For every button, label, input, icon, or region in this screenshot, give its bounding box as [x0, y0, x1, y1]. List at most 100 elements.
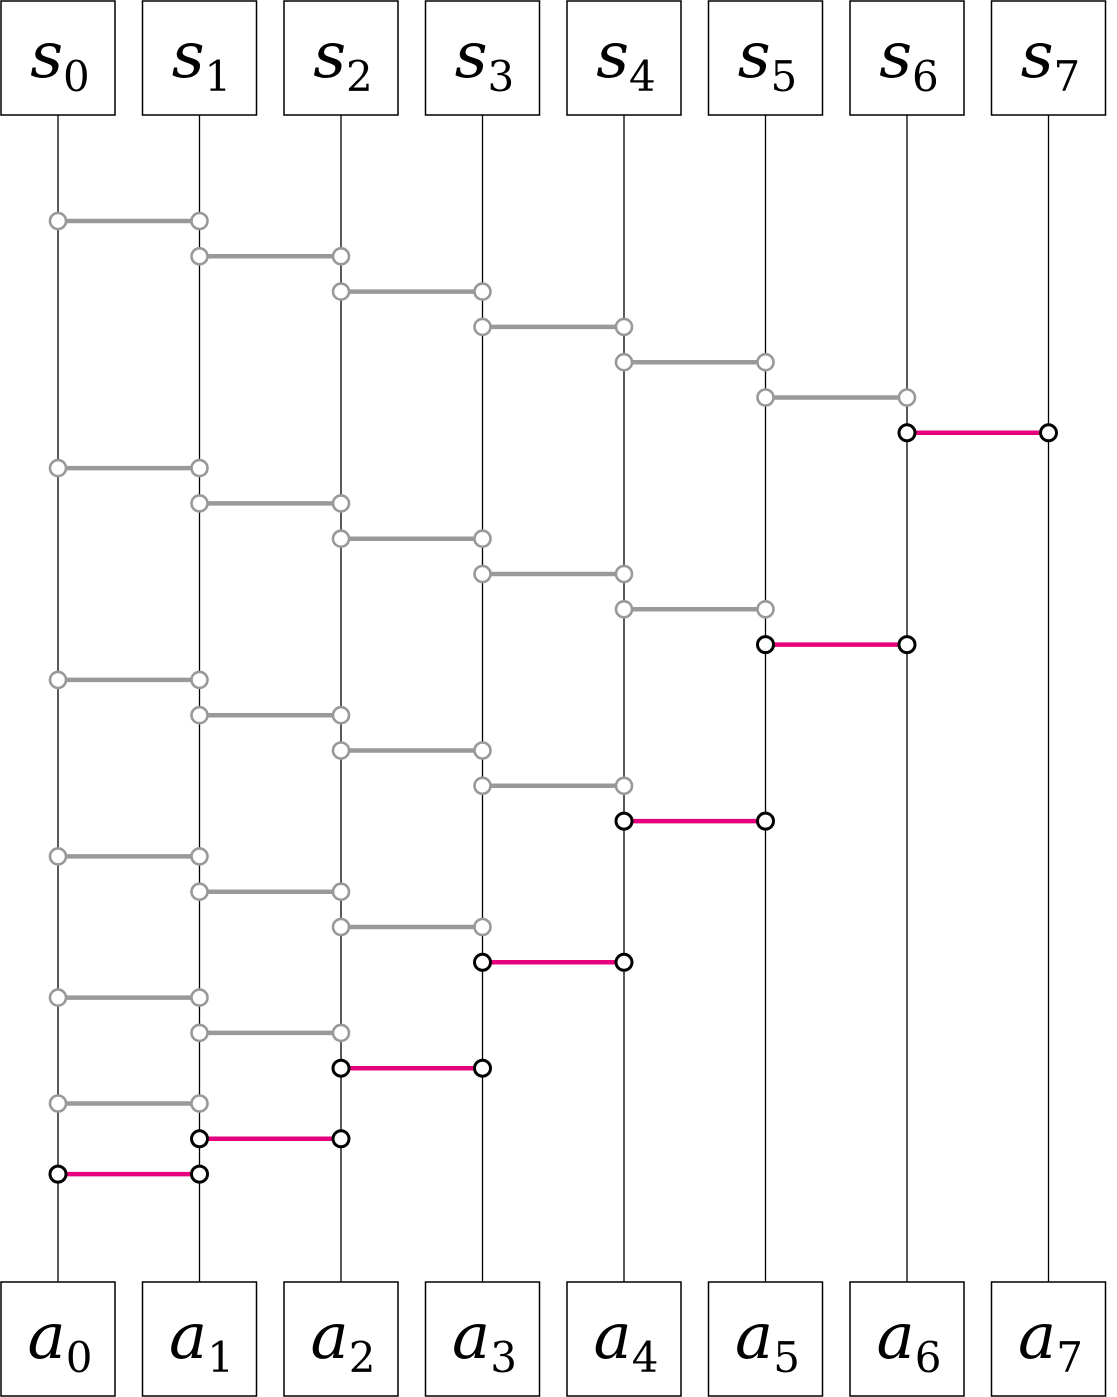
comparator-node: [897, 423, 917, 443]
comparator-node: [190, 246, 209, 266]
comparator-node: [473, 529, 492, 549]
input-label-subscript: 2: [346, 52, 373, 101]
output-label-main: a: [452, 1300, 490, 1374]
output-label: a4: [594, 1300, 659, 1382]
output-label-subscript: 2: [349, 1333, 376, 1382]
highlighted-comparator: [190, 1129, 351, 1149]
comparator-node: [614, 952, 634, 972]
output-label-subscript: 7: [1056, 1333, 1083, 1382]
input-box-7: s7: [990, 0, 1107, 116]
output-label-subscript: 1: [207, 1333, 234, 1382]
output-box-frame: [141, 1281, 258, 1397]
output-label: a5: [735, 1300, 800, 1382]
output-label-main: a: [169, 1300, 207, 1374]
highlighted-comparator: [897, 423, 1058, 443]
comparator-node: [756, 811, 775, 831]
comparator-node: [331, 282, 351, 301]
input-label: s3: [455, 19, 515, 101]
output-box-frame: [566, 1281, 682, 1397]
input-box-4: s4: [566, 0, 682, 116]
comparator-node: [1039, 423, 1058, 443]
input-label: s4: [596, 19, 656, 101]
comparator-node: [614, 811, 634, 831]
output-box-4: a4: [566, 1281, 682, 1397]
comparator: [614, 599, 775, 619]
comparator-node: [756, 635, 775, 655]
comparator-node: [190, 1094, 209, 1113]
comparator: [48, 670, 209, 690]
input-label: s0: [30, 19, 90, 101]
input-box-frame: [849, 0, 965, 116]
comparator-node: [48, 211, 68, 231]
output-label: a1: [169, 1300, 234, 1382]
output-box-7: a7: [990, 1281, 1107, 1397]
output-label: a6: [877, 1300, 942, 1382]
comparator-node: [897, 635, 917, 655]
comparator-node: [48, 1094, 68, 1113]
input-box-5: s5: [707, 0, 824, 116]
highlighted-comparator: [614, 811, 775, 831]
comparator-node: [190, 458, 209, 478]
comparators: [48, 211, 1058, 1184]
comparator-node: [190, 705, 209, 725]
comparator-node: [48, 1164, 68, 1184]
output-label-main: a: [735, 1300, 773, 1374]
input-label-main: s: [172, 19, 205, 93]
comparator-node: [473, 282, 492, 301]
comparator-node: [473, 776, 492, 796]
comparator: [473, 776, 634, 796]
output-label-subscript: 4: [632, 1333, 659, 1382]
comparator-node: [190, 988, 209, 1007]
input-box-6: s6: [849, 0, 965, 116]
input-label: s1: [172, 19, 232, 101]
comparator-node: [614, 599, 634, 619]
input-label-subscript: 1: [205, 52, 232, 101]
comparator-node: [48, 670, 68, 690]
comparator-node: [190, 847, 209, 866]
input-label-subscript: 5: [771, 52, 798, 101]
input-box-frame: [424, 0, 541, 116]
input-box-frame: [0, 0, 116, 116]
highlighted-comparator: [756, 635, 917, 655]
input-box-2: s2: [283, 0, 399, 116]
output-label-main: a: [1018, 1300, 1056, 1374]
input-box-3: s3: [424, 0, 541, 116]
comparator: [48, 847, 209, 866]
input-box-frame: [141, 0, 258, 116]
comparator-node: [473, 317, 492, 337]
output-label: a0: [28, 1300, 93, 1382]
comparator-node: [331, 1129, 351, 1149]
input-box-0: s0: [0, 0, 116, 116]
comparator: [331, 741, 492, 760]
comparator-node: [756, 352, 775, 372]
output-label-main: a: [311, 1300, 349, 1374]
output-box-frame: [849, 1281, 965, 1397]
input-label-main: s: [455, 19, 488, 93]
output-label: a7: [1018, 1300, 1083, 1382]
input-box-frame: [990, 0, 1107, 116]
output-label: a3: [452, 1300, 517, 1382]
input-label-main: s: [313, 19, 346, 93]
output-label-subscript: 5: [773, 1333, 800, 1382]
comparator-node: [897, 388, 917, 407]
output-box-frame: [707, 1281, 824, 1397]
input-label-subscript: 0: [63, 52, 90, 101]
comparator: [331, 529, 492, 549]
input-label-subscript: 7: [1054, 52, 1081, 101]
comparator: [473, 317, 634, 337]
comparator-node: [473, 952, 492, 972]
comparator-node: [48, 458, 68, 478]
comparator-node: [190, 1164, 209, 1184]
input-label: s6: [879, 19, 939, 101]
comparator: [48, 988, 209, 1007]
comparator-node: [331, 882, 351, 902]
output-box-6: a6: [849, 1281, 965, 1397]
output-box-frame: [424, 1281, 541, 1397]
comparator-node: [190, 882, 209, 902]
comparator: [48, 1094, 209, 1113]
comparator: [190, 246, 351, 266]
comparator-node: [190, 211, 209, 231]
output-label-subscript: 0: [66, 1333, 93, 1382]
